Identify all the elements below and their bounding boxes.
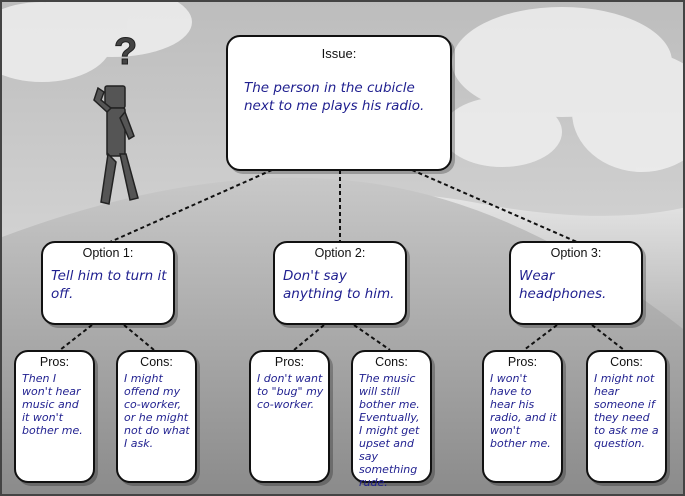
thinking-person-icon [93,85,139,205]
option-3-box: Option 3: Wear headphones. [509,241,643,325]
option-1-pros-box: Pros: Then I won't hear music and it won… [14,350,95,483]
option-2-cons-box: Cons: The music will still bother me. Ev… [351,350,432,489]
option-2-pros-box: Pros: I don't want to "bug" my co-worker… [249,350,330,483]
option-3-pros-heading: Pros: [507,355,538,369]
option-2-pros-heading: Pros: [274,355,305,369]
option-3-cons-box: Cons: I might not hear someone if they n… [586,350,667,483]
option-2-cons-heading: Cons: [375,355,408,369]
option-1-cons-box: Cons: I might offend my co-worker, or he… [116,350,197,483]
question-mark-icon: ? [114,31,137,73]
option-2-pros-text: I don't want to "bug" my co-worker. [257,372,324,411]
option-1-cons-heading: Cons: [140,355,173,369]
option-3-cons-heading: Cons: [610,355,643,369]
option-3-text: Wear headphones. [519,268,607,303]
option-2-cons-text: The music will still bother me. Eventual… [359,372,420,489]
option-3-pros-text: I won't have to hear his radio, and it w… [490,372,557,450]
option-1-text: Tell him to turn it off. [51,268,167,303]
issue-heading: Issue: [321,46,357,61]
option-1-pros-text: Then I won't hear music and it won't bot… [22,372,83,437]
option-3-pros-box: Pros: I won't have to hear his radio, an… [482,350,563,483]
option-2-heading: Option 2: [314,246,366,260]
option-3-cons-text: I might not hear someone if they need to… [594,372,659,450]
option-2-text: Don't say anything to him. [283,268,395,303]
option-2-box: Option 2: Don't say anything to him. [273,241,407,325]
issue-text: The person in the cubicle next to me pla… [244,80,425,115]
option-1-heading: Option 1: [82,246,134,260]
issue-box: Issue: The person in the cubicle next to… [226,35,452,171]
option-1-cons-text: I might offend my co-worker, or he might… [124,372,190,450]
option-1-box: Option 1: Tell him to turn it off. [41,241,175,325]
connectors [59,169,625,351]
clouds [2,2,683,172]
option-1-pros-heading: Pros: [39,355,70,369]
option-3-heading: Option 3: [550,246,602,260]
